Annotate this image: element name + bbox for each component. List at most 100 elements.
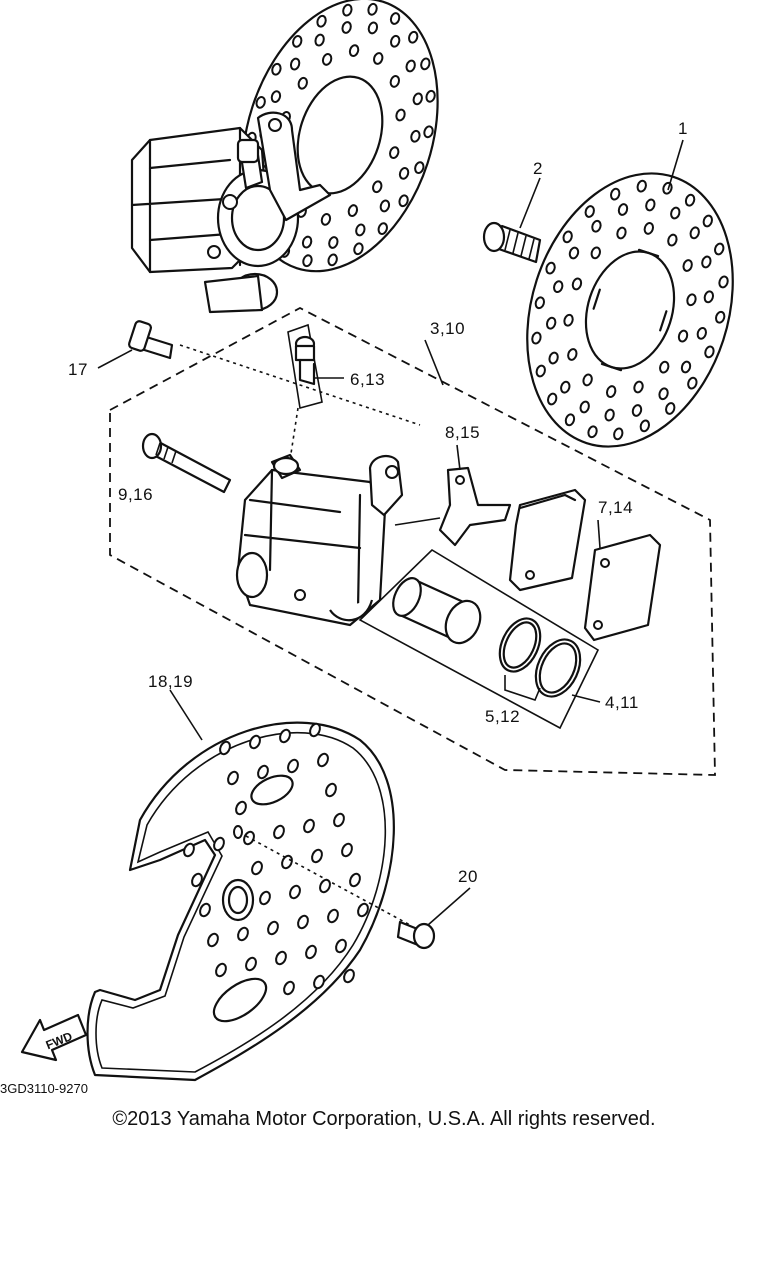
vent-hole bbox=[639, 419, 650, 433]
bleed-screw bbox=[287, 323, 323, 461]
vent-hole bbox=[327, 908, 339, 924]
vent-hole bbox=[311, 848, 323, 864]
vent-hole bbox=[320, 213, 332, 226]
vent-hole bbox=[199, 902, 211, 918]
vent-hole bbox=[547, 392, 558, 406]
vent-hole bbox=[335, 938, 347, 954]
vent-hole bbox=[645, 198, 656, 212]
vent-hole bbox=[367, 2, 378, 16]
vent-hole bbox=[579, 400, 590, 414]
vent-hole bbox=[564, 413, 576, 427]
vent-hole bbox=[237, 926, 249, 942]
callout-2: 2 bbox=[533, 159, 543, 178]
vent-hole bbox=[405, 59, 416, 73]
vent-hole bbox=[701, 255, 712, 269]
copyright-notice: ©2013 Yamaha Motor Corporation, U.S.A. A… bbox=[112, 1108, 656, 1130]
vent-hole bbox=[297, 76, 308, 90]
vent-hole bbox=[425, 89, 436, 103]
vent-hole bbox=[367, 21, 379, 35]
vent-hole bbox=[590, 246, 601, 260]
vent-hole bbox=[191, 872, 203, 888]
caliper-body bbox=[235, 453, 441, 627]
vent-hole bbox=[659, 360, 670, 374]
vent-hole bbox=[275, 950, 287, 966]
vent-hole bbox=[631, 404, 643, 417]
vent-hole bbox=[343, 968, 355, 984]
vent-hole bbox=[183, 842, 195, 858]
vent-hole bbox=[408, 30, 419, 44]
vent-hole bbox=[616, 226, 627, 240]
vent-hole bbox=[325, 782, 337, 798]
vent-hole bbox=[398, 194, 409, 208]
callout-20: 20 bbox=[458, 867, 478, 886]
vent-hole bbox=[412, 92, 423, 106]
vent-hole bbox=[610, 187, 621, 201]
caliper-bolt bbox=[128, 320, 421, 426]
guard-bolt bbox=[396, 920, 436, 950]
vent-hole bbox=[546, 316, 557, 330]
vent-hole bbox=[582, 373, 593, 387]
vent-hole bbox=[271, 62, 282, 76]
vent-hole bbox=[677, 329, 689, 343]
vent-hole bbox=[703, 290, 714, 304]
vent-hole bbox=[215, 962, 227, 978]
vent-hole bbox=[560, 380, 571, 394]
vent-hole bbox=[328, 236, 339, 249]
disc-bolt bbox=[482, 221, 542, 264]
vent-hole bbox=[658, 387, 669, 401]
vent-hole bbox=[348, 44, 360, 57]
vent-hole bbox=[292, 35, 303, 48]
vent-hole bbox=[327, 253, 338, 267]
vent-hole bbox=[377, 222, 388, 235]
vent-hole bbox=[301, 235, 313, 249]
vent-hole bbox=[349, 872, 361, 888]
vent-hole bbox=[257, 764, 269, 780]
vent-hole bbox=[389, 146, 400, 159]
vent-hole bbox=[410, 129, 421, 143]
vent-hole bbox=[636, 179, 647, 193]
vent-hole bbox=[283, 980, 295, 996]
vent-hole bbox=[684, 193, 696, 207]
vent-hole bbox=[347, 204, 359, 217]
vent-hole bbox=[563, 313, 574, 327]
vent-hole bbox=[289, 57, 301, 71]
vent-hole bbox=[548, 351, 559, 365]
vent-hole bbox=[680, 360, 692, 374]
piston-seal-kit bbox=[358, 548, 600, 730]
vent-hole bbox=[249, 734, 261, 750]
vent-hole bbox=[341, 842, 353, 858]
vent-hole bbox=[287, 758, 299, 774]
vent-hole bbox=[702, 214, 713, 228]
vent-hole bbox=[545, 261, 556, 275]
vent-hole bbox=[633, 380, 644, 394]
callout-6-13: 6,13 bbox=[350, 370, 385, 389]
callout-18-19: 18,19 bbox=[148, 672, 193, 691]
vent-hole bbox=[207, 932, 219, 948]
vent-hole bbox=[255, 96, 266, 109]
vent-hole bbox=[604, 408, 615, 422]
vent-hole bbox=[297, 914, 309, 930]
vent-hole bbox=[314, 33, 325, 47]
vent-hole bbox=[591, 219, 602, 233]
vent-hole bbox=[686, 293, 697, 307]
vent-hole bbox=[289, 884, 301, 900]
vent-hole bbox=[321, 53, 333, 66]
vent-hole bbox=[687, 376, 698, 390]
vent-hole bbox=[571, 277, 583, 291]
vent-hole bbox=[342, 3, 353, 17]
vent-hole bbox=[303, 818, 315, 834]
callout-7-14: 7,14 bbox=[598, 498, 633, 517]
callout-5-12: 5,12 bbox=[485, 707, 520, 726]
vent-hole bbox=[606, 385, 617, 398]
callout-4-11: 4,11 bbox=[605, 693, 639, 712]
vent-hole bbox=[682, 259, 693, 272]
vent-hole bbox=[259, 890, 271, 906]
vent-hole bbox=[353, 242, 364, 256]
vent-hole bbox=[420, 57, 431, 71]
vent-hole bbox=[302, 254, 313, 268]
callout-1: 1 bbox=[678, 119, 688, 138]
vent-hole bbox=[718, 275, 729, 289]
vent-hole bbox=[219, 740, 231, 756]
leader-lines bbox=[97, 139, 684, 926]
vent-hole bbox=[270, 90, 282, 103]
